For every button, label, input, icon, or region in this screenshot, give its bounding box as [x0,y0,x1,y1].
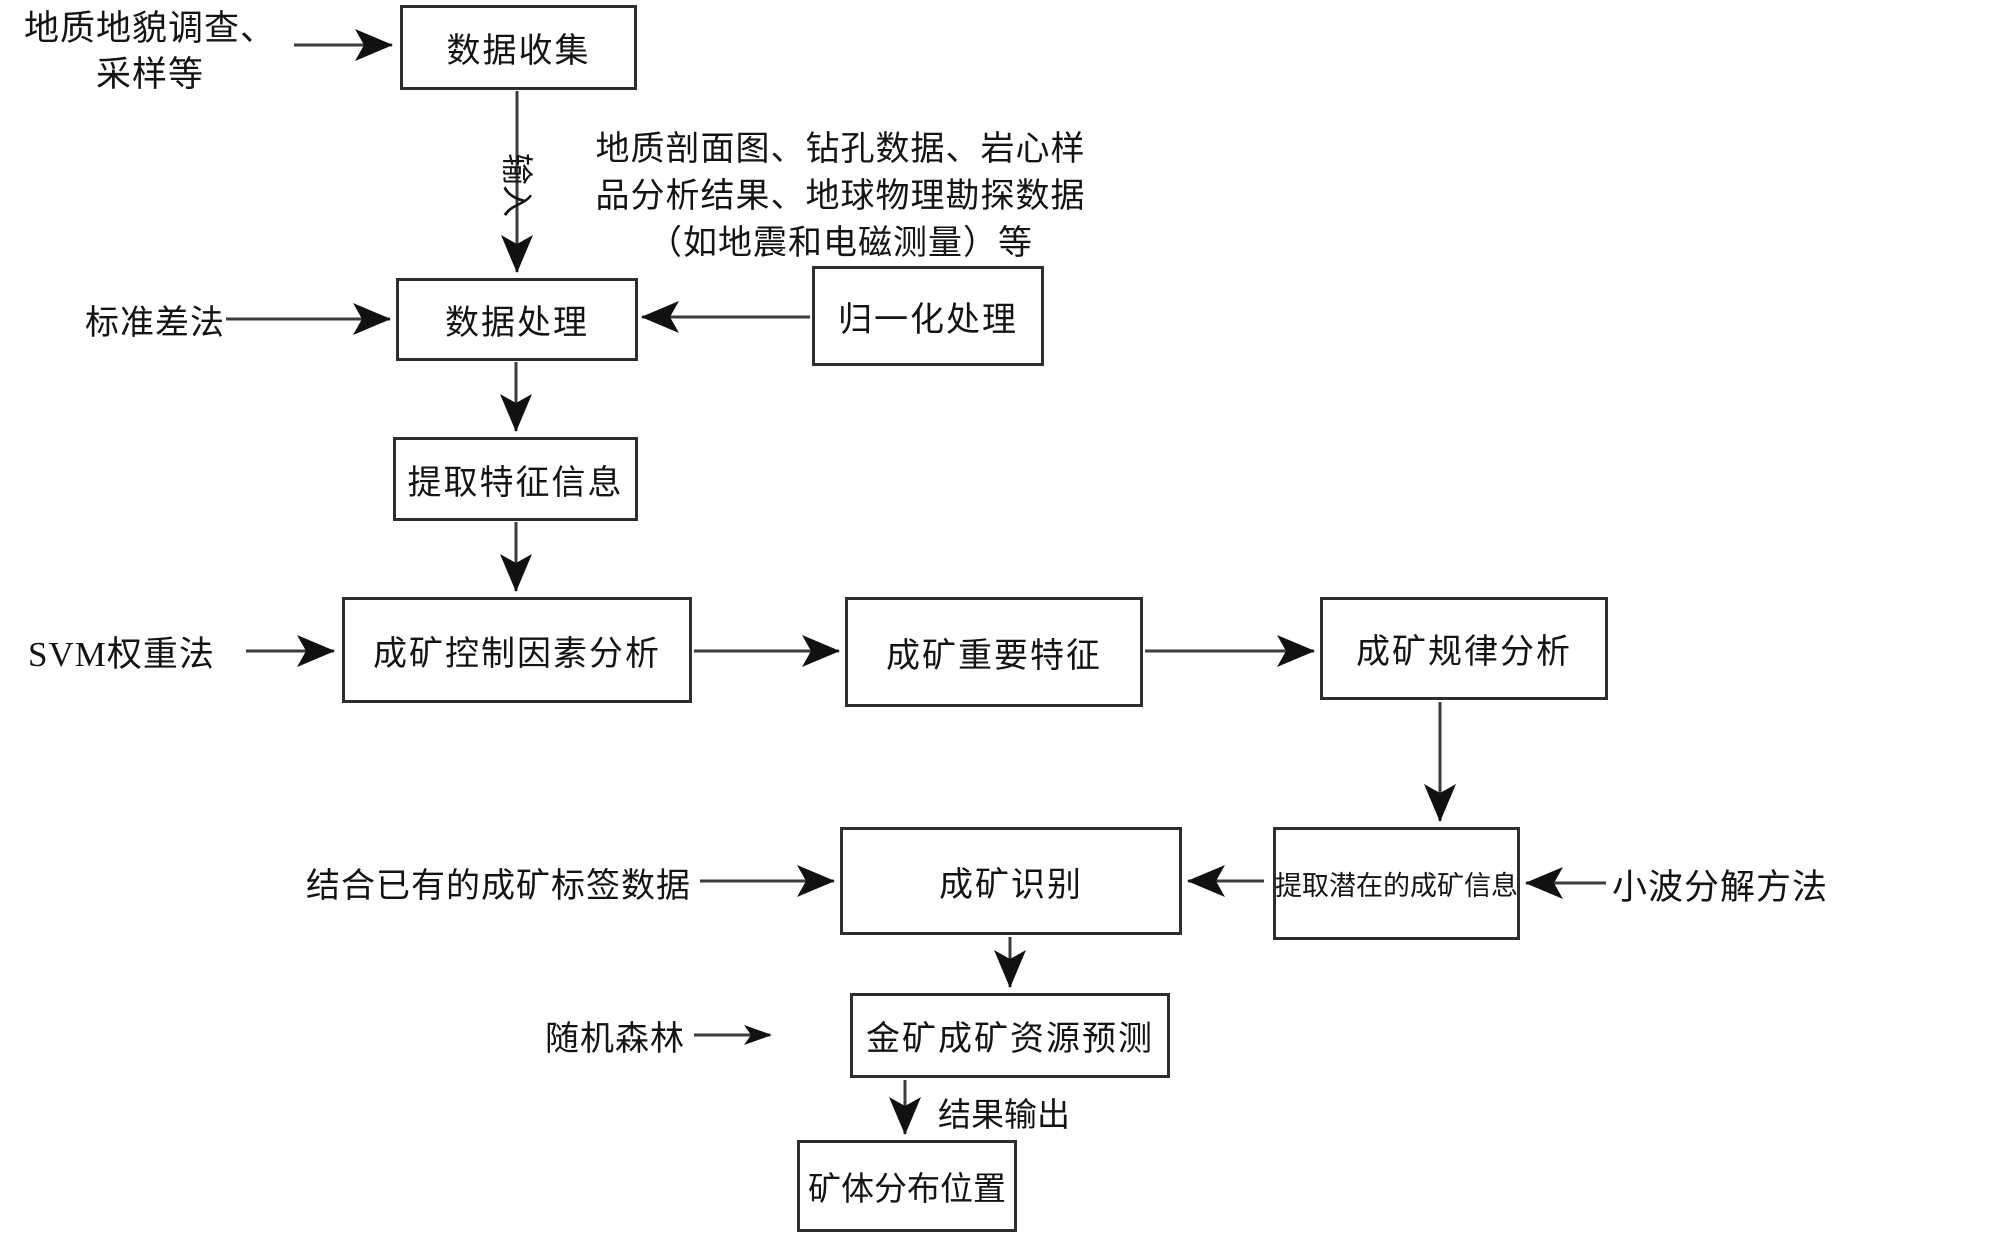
edge-label-output: 结果输出 [938,1098,1070,1134]
node-data-processing: 数据处理 [396,278,638,361]
annotation-survey-sampling: 地质地貌调查、 采样等 [23,9,276,94]
annotation-random-forest: 随机森林 [545,1021,685,1058]
node-important-features: 成矿重要特征 [845,597,1143,707]
annotation-existing-label-data: 结合已有的成矿标签数据 [306,868,691,905]
node-gold-resource-prediction: 金矿成矿资源预测 [850,993,1170,1078]
edge-label-input: 输入 [499,152,535,217]
node-control-factor-analysis: 成矿控制因素分析 [342,597,692,703]
annotation-wavelet-method: 小波分解方法 [1612,868,1829,907]
node-orebody-distribution: 矿体分布位置 [797,1140,1017,1232]
annotation-input-data-description: 地质剖面图、钻孔数据、岩心样 品分析结果、地球物理勘探数据 （如地震和电磁测量）… [595,131,1086,262]
annotation-std-deviation-method: 标准差法 [85,305,225,342]
annotation-svm-weight-method: SVM权重法 [28,635,215,674]
node-law-analysis: 成矿规律分析 [1320,597,1608,700]
node-normalization: 归一化处理 [812,266,1044,366]
node-feature-extraction: 提取特征信息 [393,437,638,521]
node-mineralization-identification: 成矿识别 [840,827,1182,935]
node-data-collection: 数据收集 [400,5,637,90]
node-potential-info-extraction: 提取潜在的成矿信息 [1273,827,1520,940]
